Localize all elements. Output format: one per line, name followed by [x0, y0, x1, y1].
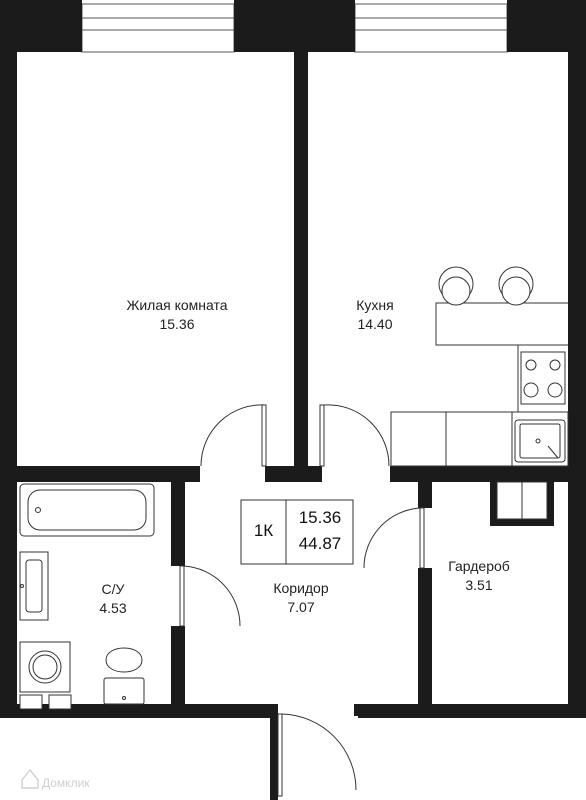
bathroom-area: 4.53: [99, 600, 127, 616]
house-logo-icon: [21, 768, 39, 789]
label-corridor: Коридор 7.07: [256, 579, 346, 617]
watermark-text: Домклик: [42, 776, 90, 790]
label-kitchen: Кухня 14.40: [330, 296, 420, 334]
label-bathroom: С/У 4.53: [78, 580, 148, 618]
wardrobe-name: Гардероб: [448, 558, 510, 574]
bathtub: [19, 483, 155, 537]
door-bathroom: [179, 565, 241, 627]
label-living-room: Жилая комната 15.36: [92, 296, 262, 334]
apartment-type: 1К: [253, 521, 274, 540]
living-room-area: 15.36: [159, 316, 195, 332]
washing-machine: [19, 641, 71, 693]
stove: [520, 351, 566, 405]
toilet: [103, 647, 145, 705]
label-wardrobe: Гардероб 3.51: [434, 557, 524, 595]
wardrobe-cabinet: [496, 481, 548, 520]
door-kitchen: [319, 404, 390, 467]
window-kitchen: [354, 3, 508, 53]
door-living-room: [200, 404, 267, 467]
bar-stools: [438, 266, 534, 306]
total-area-summary: 44.87: [298, 534, 342, 553]
sink-kitchen: [514, 419, 566, 463]
summary-box: [240, 499, 354, 565]
living-area-summary: 15.36: [298, 508, 342, 527]
corridor-name: Коридор: [273, 580, 329, 596]
bathroom-name: С/У: [101, 581, 125, 597]
window-living-room: [81, 3, 235, 53]
door-entrance: [277, 713, 357, 797]
living-room-name: Жилая комната: [126, 297, 228, 313]
sink-bathroom: [19, 551, 49, 621]
kitchen-name: Кухня: [356, 297, 394, 313]
door-wardrobe: [363, 507, 425, 569]
corridor-area: 7.07: [287, 599, 315, 615]
small-cabinets: [19, 694, 72, 710]
wardrobe-area: 3.51: [465, 577, 493, 593]
kitchen-area: 14.40: [357, 316, 393, 332]
